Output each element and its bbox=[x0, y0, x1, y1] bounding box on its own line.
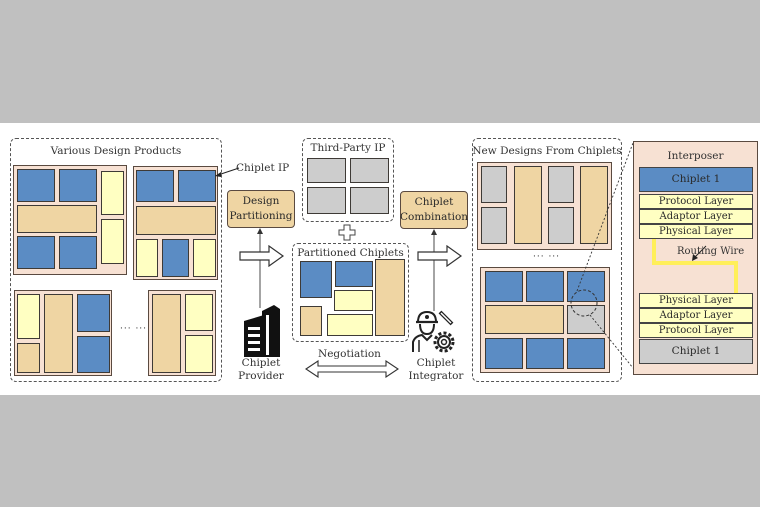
chiplet-gray bbox=[350, 187, 389, 214]
chiplet-blue bbox=[335, 261, 373, 287]
chiplet-tan bbox=[580, 166, 608, 244]
design-board-4 bbox=[148, 290, 216, 376]
chiplet-yellow bbox=[17, 294, 40, 339]
chiplet-gray bbox=[350, 158, 389, 183]
ellipsis: ··· ··· bbox=[533, 252, 561, 262]
chiplet-tan bbox=[375, 259, 405, 336]
chiplet-combination-box: Chiplet Combination bbox=[400, 191, 468, 229]
design-board-3 bbox=[14, 290, 112, 376]
integrator-up-arrow-icon bbox=[431, 229, 437, 311]
chiplet-blue bbox=[485, 338, 523, 369]
chiplet-yellow bbox=[185, 294, 213, 331]
flow-right-arrow-icon bbox=[417, 245, 463, 267]
interposer-title: Interposer bbox=[667, 150, 724, 162]
chiplet-gray bbox=[481, 207, 507, 244]
chiplet-blue bbox=[77, 294, 110, 332]
chiplet-gray bbox=[548, 207, 574, 244]
chiplet-blue bbox=[162, 239, 189, 277]
chiplet-yellow bbox=[101, 171, 124, 215]
chiplet-gray bbox=[548, 166, 574, 203]
chiplet-tan bbox=[152, 294, 181, 373]
building-icon bbox=[244, 305, 280, 357]
chiplet-blue bbox=[136, 170, 174, 202]
chiplet-blue bbox=[485, 271, 523, 302]
design-partitioning-line1: Design bbox=[242, 195, 280, 207]
third-party-ip-title: Third-Party IP bbox=[310, 142, 386, 154]
chiplet-blue bbox=[59, 236, 97, 269]
chiplet-gray bbox=[481, 166, 507, 203]
chiplet-yellow bbox=[136, 239, 158, 277]
engineer-gear-icon bbox=[412, 310, 455, 353]
bottom-adaptor-layer: Adaptor Layer bbox=[639, 308, 753, 323]
chiplet-yellow bbox=[185, 335, 213, 373]
new-designs-title: New Designs From Chiplets bbox=[472, 145, 622, 157]
chiplet-blue bbox=[567, 338, 605, 369]
chiplet-blue bbox=[77, 336, 110, 373]
design-partitioning-line2: Partitioning bbox=[229, 210, 293, 222]
chiplet-gray bbox=[307, 187, 346, 214]
top-chiplet: Chiplet 1 bbox=[639, 167, 753, 192]
chiplet-tan bbox=[514, 166, 542, 244]
chiplet-provider-label: Chiplet Provider bbox=[236, 357, 286, 383]
chiplet-tan bbox=[44, 294, 73, 373]
chiplet-gray bbox=[307, 158, 346, 183]
bottom-chiplet: Chiplet 1 bbox=[639, 339, 753, 364]
new-design-board-1 bbox=[477, 162, 612, 250]
chiplet-blue bbox=[567, 271, 605, 302]
design-partitioning-box: Design Partitioning bbox=[227, 190, 295, 228]
design-board-2 bbox=[133, 166, 218, 280]
chiplet-yellow bbox=[334, 290, 373, 311]
top-protocol-layer: Protocol Layer bbox=[639, 194, 753, 209]
chiplet-blue bbox=[59, 169, 97, 202]
chiplet-tan bbox=[17, 205, 97, 233]
bottom-physical-layer: Physical Layer bbox=[639, 293, 753, 308]
chiplet-yellow bbox=[327, 314, 373, 336]
chiplet-blue bbox=[526, 338, 564, 369]
ellipsis: ··· ··· bbox=[120, 324, 148, 334]
chiplet-integrator-label: Chiplet Integrator bbox=[408, 357, 464, 383]
zoom-callout-lines bbox=[570, 142, 634, 369]
various-design-products-title: Various Design Products bbox=[50, 145, 182, 157]
negotiation-label: Negotiation bbox=[318, 348, 381, 360]
chiplet-combination-line1: Chiplet bbox=[414, 196, 454, 208]
chiplet-gray bbox=[567, 305, 605, 334]
chiplet-ip-label: Chiplet IP bbox=[236, 162, 290, 174]
chiplet-tan bbox=[485, 305, 564, 334]
chiplet-provider-line1: Chiplet bbox=[241, 357, 281, 369]
chiplet-blue bbox=[300, 261, 332, 298]
chiplet-provider-line2: Provider bbox=[238, 370, 284, 382]
new-design-board-2 bbox=[480, 267, 610, 373]
partitioned-chiplets-title: Partitioned Chiplets bbox=[297, 247, 404, 259]
chiplet-blue bbox=[526, 271, 564, 302]
chiplet-combination-line2: Combination bbox=[399, 211, 469, 223]
chiplet-blue bbox=[17, 169, 55, 202]
provider-up-arrow-icon bbox=[257, 228, 263, 308]
routing-wire bbox=[652, 239, 738, 293]
bottom-protocol-layer: Protocol Layer bbox=[639, 323, 753, 338]
top-physical-layer: Physical Layer bbox=[639, 224, 753, 239]
chiplet-tan bbox=[136, 206, 216, 235]
flow-right-arrow-icon bbox=[239, 245, 285, 267]
callout-arrow-icon bbox=[215, 167, 240, 177]
plus-icon bbox=[338, 224, 356, 241]
top-adaptor-layer: Adaptor Layer bbox=[639, 209, 753, 224]
double-arrow-icon bbox=[305, 360, 399, 378]
chiplet-tan bbox=[300, 306, 322, 336]
routing-wire-label: Routing Wire bbox=[677, 246, 745, 257]
chiplet-blue bbox=[17, 236, 55, 269]
chiplet-yellow bbox=[101, 219, 124, 264]
chiplet-yellow bbox=[193, 239, 216, 277]
chiplet-tan bbox=[17, 343, 40, 373]
design-board-1 bbox=[13, 165, 127, 275]
chiplet-integrator-line1: Chiplet bbox=[416, 357, 456, 369]
chiplet-blue bbox=[178, 170, 216, 202]
chiplet-integrator-line2: Integrator bbox=[408, 370, 464, 382]
